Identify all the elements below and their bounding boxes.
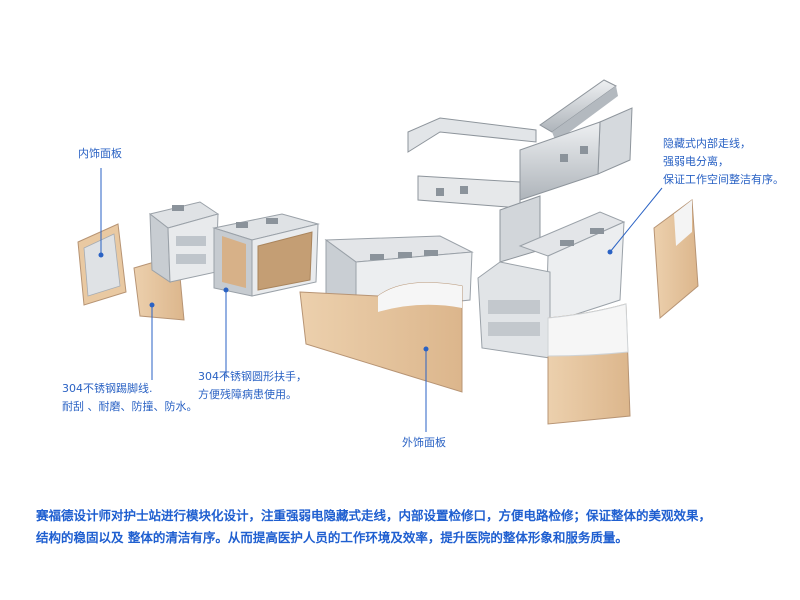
kickline-line-2: 耐刮 、耐磨、防撞、防水。	[62, 400, 198, 413]
tall-right-panel	[653, 199, 699, 320]
steel-frame-module-1	[148, 201, 220, 283]
kickline-label: 304不锈钢踢脚线. 耐刮 、耐磨、防撞、防水。	[62, 380, 198, 416]
outer-panel-label-text: 外饰面板	[402, 436, 446, 449]
inner-panel-label: 内饰面板	[78, 145, 122, 163]
description-caption: 赛福德设计师对护士站进行模块化设计，注重强弱电隐藏式走线，内部设置检修口，方便电…	[36, 505, 776, 549]
hidden-wiring-line-3: 保证工作空间整洁有序。	[663, 173, 784, 186]
inner-panel-label-text: 内饰面板	[78, 147, 122, 160]
outer-panel-label: 外饰面板	[402, 434, 446, 452]
caption-line-1: 赛福德设计师对护士站进行模块化设计，注重强弱电隐藏式走线，内部设置检修口，方便电…	[36, 508, 712, 523]
wire-duct-top	[407, 79, 633, 263]
curved-outer-panel	[547, 303, 631, 425]
hidden-wiring-line-2: 强弱电分离，	[663, 155, 729, 168]
kickline-line-1: 304不锈钢踢脚线.	[62, 382, 153, 395]
outer-decor-panel	[299, 282, 463, 393]
hidden-wiring-line-1: 隐藏式内部走线，	[663, 137, 751, 150]
steel-frame-module-2	[212, 213, 320, 297]
right-frame-module	[477, 211, 626, 359]
caption-line-2: 结构的稳固以及 整体的清洁有序。从而提高医护人员的工作环境及效率，提升医院的整体…	[36, 530, 628, 545]
leader-lines	[100, 168, 663, 432]
inner-decor-panel	[77, 223, 127, 306]
hidden-wiring-label: 隐藏式内部走线， 强弱电分离， 保证工作空间整洁有序。	[663, 135, 784, 189]
handrail-line-2: 方便残障病患使用。	[198, 388, 297, 401]
handrail-label: 304不锈钢圆形扶手， 方便残障病患使用。	[198, 368, 307, 404]
handrail-line-1: 304不锈钢圆形扶手，	[198, 370, 307, 383]
